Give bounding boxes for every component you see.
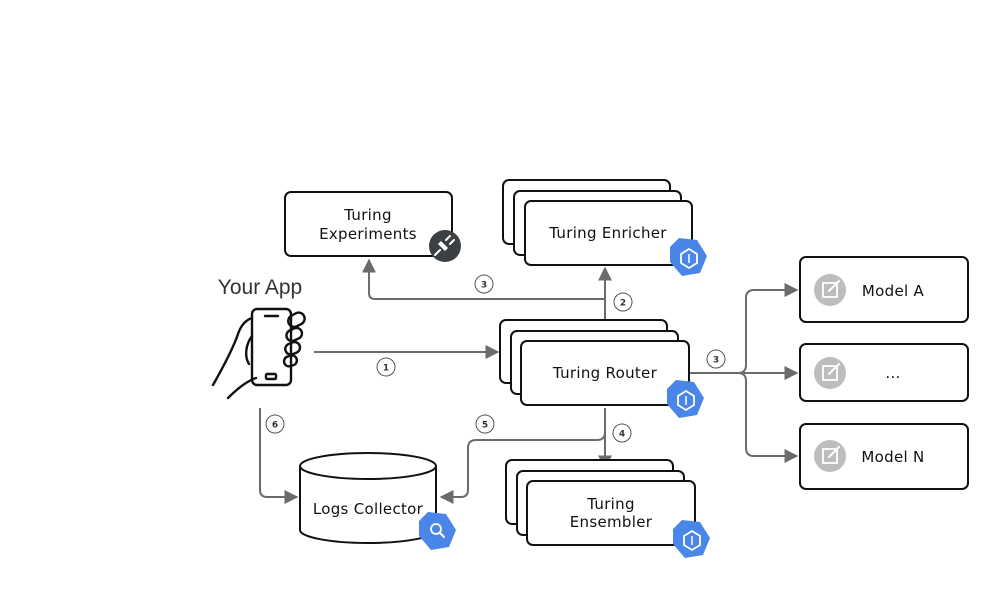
- turing-router: Turing Router: [499, 319, 704, 418]
- ensembler-label-line-2: Ensembler: [570, 513, 653, 531]
- your-app-label: Your App: [218, 276, 302, 299]
- edges: [259, 258, 799, 504]
- model-ellipsis-label: ...: [885, 364, 900, 382]
- your-app: Your App: [211, 276, 306, 400]
- turing-experiments: Turing Experiments: [284, 191, 461, 262]
- model-a: Model A: [799, 256, 969, 323]
- model-n: Model N: [799, 423, 969, 490]
- edge-to-model-n: [737, 372, 799, 463]
- model-n-label: Model N: [861, 448, 924, 466]
- step-3-models-marker: 3: [706, 349, 726, 369]
- experiments-label-line-2: Experiments: [319, 225, 417, 243]
- step-1-marker: 1: [376, 357, 396, 377]
- model-a-label: Model A: [862, 282, 925, 300]
- external-link-icon: [814, 274, 846, 306]
- logs-collector-label: Logs Collector: [313, 500, 424, 518]
- svg-text:5: 5: [482, 421, 488, 431]
- step-5-marker: 5: [475, 414, 495, 434]
- svg-text:4: 4: [619, 430, 625, 440]
- edge-to-model-a: [737, 283, 799, 374]
- svg-text:3: 3: [481, 281, 487, 291]
- bigquery-hexagon-icon: [419, 512, 456, 550]
- external-link-icon: [814, 440, 846, 472]
- edge-router-to-logs: [439, 420, 606, 504]
- step-4-marker: 4: [612, 423, 632, 443]
- step-markers: 1 2 3 3 4 5 6: [265, 274, 726, 443]
- model-middle: ...: [799, 343, 969, 402]
- turing-ensembler: Turing Ensembler: [505, 459, 710, 558]
- edge-router-to-experiments: [362, 258, 605, 300]
- gke-hexagon-icon: [667, 380, 704, 418]
- step-2-marker: 2: [613, 292, 633, 312]
- svg-text:2: 2: [620, 299, 626, 309]
- gke-hexagon-icon: [670, 238, 707, 276]
- svg-text:6: 6: [272, 421, 278, 431]
- external-link-icon: [814, 357, 846, 389]
- plug-icon: [429, 230, 461, 262]
- ensembler-label-line-1: Turing: [586, 495, 635, 513]
- experiments-label-line-1: Turing: [343, 206, 392, 224]
- router-label: Turing Router: [552, 364, 658, 382]
- step-6-marker: 6: [265, 414, 285, 434]
- hand-holding-phone-icon: [211, 307, 306, 400]
- enricher-label: Turing Enricher: [548, 224, 667, 242]
- edge-app-to-logs: [259, 408, 299, 504]
- turing-enricher: Turing Enricher: [502, 179, 707, 276]
- gke-hexagon-icon: [673, 520, 710, 558]
- svg-text:3: 3: [713, 356, 719, 366]
- svg-text:1: 1: [383, 364, 389, 374]
- logs-collector: Logs Collector: [299, 452, 456, 550]
- step-3-experiments-marker: 3: [474, 274, 494, 294]
